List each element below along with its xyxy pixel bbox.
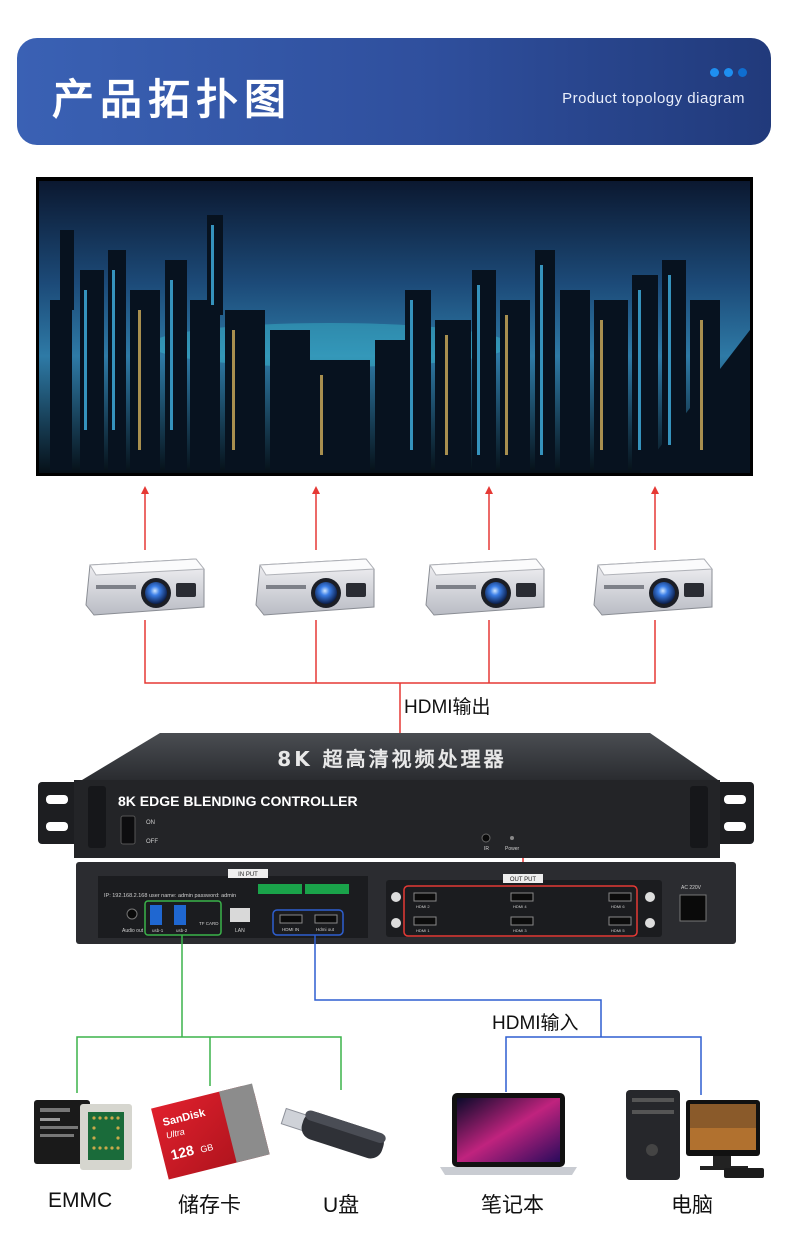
edge-blending-controller: 8K 超高清视频处理器 8K EDGE BLENDING CONTROLLER … xyxy=(38,733,754,944)
svg-text:HDMI 4: HDMI 4 xyxy=(513,904,527,909)
page-title: 产品拓扑图 xyxy=(52,75,293,124)
device-top-label: 8K 超高清视频处理器 xyxy=(277,747,506,771)
svg-text:Power: Power xyxy=(505,846,520,852)
svg-text:usb-2: usb-2 xyxy=(176,928,188,933)
svg-text:TF CARD: TF CARD xyxy=(199,921,219,926)
arrow-up-icon xyxy=(485,486,493,494)
device-front-label: 8K EDGE BLENDING CONTROLLER xyxy=(118,793,358,809)
emmc-label: EMMC xyxy=(48,1189,113,1212)
svg-text:IN PUT: IN PUT xyxy=(238,872,258,878)
svg-text:Hdmi out: Hdmi out xyxy=(316,927,335,932)
svg-text:GB: GB xyxy=(199,1142,214,1155)
svg-text:HDMI 2: HDMI 2 xyxy=(416,904,430,909)
sd-card: SanDisk Ultra 128 GB xyxy=(151,1083,270,1180)
svg-text:ON: ON xyxy=(146,820,155,826)
laptop-label: 笔记本 xyxy=(481,1194,544,1217)
svg-text:HDMI 5: HDMI 5 xyxy=(611,928,625,933)
usb-disk-label: U盘 xyxy=(323,1194,360,1217)
storage-lines xyxy=(76,935,342,1093)
svg-text:IR: IR xyxy=(484,846,489,852)
svg-text:AC 220V: AC 220V xyxy=(681,885,702,891)
hdmi-input-lines xyxy=(314,935,702,1095)
header-banner: 产品拓扑图 Product topology diagram xyxy=(17,38,771,145)
svg-text:Ultra: Ultra xyxy=(165,1126,186,1140)
projector xyxy=(593,558,713,616)
svg-text:IP: 192.168.2.168 user name:: IP: 192.168.2.168 user name: admin passw… xyxy=(104,893,236,899)
projector xyxy=(255,558,375,616)
svg-text:HDMI 3: HDMI 3 xyxy=(513,928,527,933)
arrow-up-icon xyxy=(651,486,659,494)
svg-text:HDMI 1: HDMI 1 xyxy=(416,928,430,933)
city-skyline xyxy=(50,215,750,473)
decorative-dots xyxy=(705,62,747,81)
hdmi-output-label: HDMI输出 xyxy=(404,697,491,718)
hdmi-input-label: HDMI输入 xyxy=(492,1013,579,1034)
desktop-pc xyxy=(626,1090,764,1180)
emmc-chip xyxy=(34,1100,132,1170)
svg-text:Audio out: Audio out xyxy=(122,928,144,934)
projector xyxy=(85,558,205,616)
svg-text:128: 128 xyxy=(169,1142,196,1163)
arrow-up-icon xyxy=(312,486,320,494)
arrow-up-icon xyxy=(141,486,149,494)
pc-label: 电脑 xyxy=(671,1194,713,1217)
svg-text:LAN: LAN xyxy=(235,928,245,934)
page-subtitle: Product topology diagram xyxy=(562,90,745,107)
usb-drive xyxy=(280,1107,386,1159)
display-screen xyxy=(36,177,753,476)
projector xyxy=(425,558,545,616)
laptop xyxy=(440,1093,577,1175)
svg-text:OUT PUT: OUT PUT xyxy=(510,877,537,883)
svg-text:HDMI IN: HDMI IN xyxy=(282,927,299,932)
storage-card-label: 储存卡 xyxy=(178,1194,241,1217)
svg-text:HDMI 6: HDMI 6 xyxy=(611,904,625,909)
svg-text:usb-1: usb-1 xyxy=(152,928,164,933)
svg-text:OFF: OFF xyxy=(146,839,158,845)
arrow-heads xyxy=(141,486,659,494)
